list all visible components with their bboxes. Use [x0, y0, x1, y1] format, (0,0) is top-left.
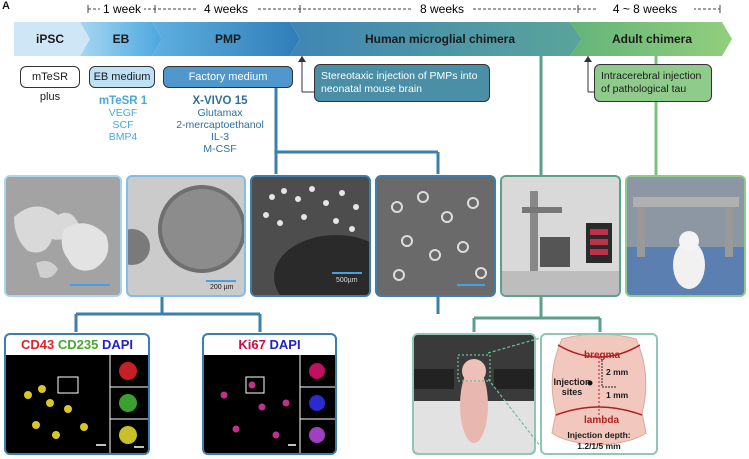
- photo-stereotaxic-rig: [500, 175, 621, 297]
- pmp-supplement-item: IL-3: [210, 131, 230, 143]
- photo-image: [502, 177, 619, 295]
- panel-letter: A: [2, 0, 10, 12]
- stain-label-ki67: Ki67: [238, 337, 266, 352]
- medium-label: Factory medium: [188, 71, 268, 83]
- duration-label: 4 ~ 8 weeks: [613, 2, 677, 16]
- stain-legend: Ki67 DAPI: [204, 335, 335, 355]
- stage-label: EB: [113, 32, 130, 46]
- stage-arrow-pmp: [152, 22, 300, 56]
- event-text: Intracerebral injection of pathological …: [601, 70, 702, 95]
- medium-box-pmp: Factory medium: [163, 66, 293, 88]
- medium-box-ipsc: mTeSR plus: [20, 66, 80, 103]
- stage-arrow-eb: [80, 22, 162, 56]
- medium-label: mTeSR plus: [31, 71, 69, 103]
- timeline-svg: 1 week 4 weeks 8 weeks 4 ~ 8 weeks iPSC …: [14, 1, 732, 56]
- scale-bar-label: 200 µm: [210, 284, 234, 291]
- micrograph-ipsc: [4, 175, 122, 297]
- eb-supplement-title: mTeSR 1: [98, 95, 148, 107]
- photo-image: [414, 335, 534, 453]
- brain-diagram-panel: bregma lambda Injection sites 2 mm 1 mm …: [540, 333, 658, 455]
- stain-label-dapi: DAPI: [269, 337, 301, 352]
- pmp-supplement-item: Glutamax: [197, 107, 243, 119]
- eb-supplement-item: SCF: [112, 119, 134, 131]
- micrograph-image: [252, 177, 369, 295]
- pmp-supplements: X-VIVO 15 Glutamax 2-mercaptoethanol IL-…: [160, 95, 280, 155]
- stain-label-cd43: CD43: [20, 337, 55, 352]
- zoom-lines: [488, 336, 545, 452]
- bregma-label: bregma: [584, 350, 621, 361]
- injection-depth-label: Injection depth:: [567, 430, 631, 440]
- pmp-supplement-item: M-CSF: [203, 143, 237, 155]
- photo-image: [627, 177, 744, 295]
- event-box-pmp-injection: Stereotaxic injection of PMPs into neona…: [314, 64, 490, 102]
- stain-legend: CD43 CD235 DAPI: [6, 335, 148, 355]
- medium-box-eb: EB medium: [89, 66, 155, 88]
- stage-arrow-ipsc: [14, 22, 90, 56]
- stain-image: [204, 355, 335, 453]
- stain-panel-ki67: Ki67 DAPI: [202, 333, 337, 455]
- stage-label: PMP: [215, 32, 241, 46]
- dimension-label-1mm: 1 mm: [606, 390, 629, 400]
- medium-label: EB medium: [93, 71, 151, 83]
- micrograph-image: [128, 177, 244, 295]
- event-text: Stereotaxic injection of PMPs into neona…: [321, 70, 478, 95]
- micrograph-pmp-sparse: [375, 175, 496, 297]
- scale-bar-label: 500µm: [336, 277, 358, 284]
- dimension-label-2mm: 2 mm: [606, 367, 629, 377]
- stain-label-cd235: CD235: [57, 337, 99, 352]
- lambda-label: lambda: [584, 415, 620, 426]
- photo-adult-mouse: [625, 175, 746, 297]
- injection-sites-label: Injection sites: [553, 377, 591, 397]
- stage-label: Human microglial chimera: [365, 32, 515, 46]
- duration-label: 4 weeks: [204, 2, 248, 16]
- micrograph-image: [377, 177, 494, 295]
- stain-panel-cd43-cd235: CD43 CD235 DAPI: [4, 333, 150, 455]
- pmp-supplement-item: 2-mercaptoethanol: [176, 119, 264, 131]
- injection-depth-value: 1.2/1/5 mm: [577, 441, 621, 451]
- stage-arrow-adult: [570, 22, 732, 56]
- stain-image: [6, 355, 148, 453]
- stage-arrow-chimera: [290, 22, 582, 56]
- duration-label: 8 weeks: [420, 2, 464, 16]
- stage-label: Adult chimera: [612, 32, 692, 46]
- micrograph-pmp-dense: 500µm: [250, 175, 371, 297]
- brain-diagram: [551, 335, 647, 446]
- eb-supplement-item: BMP4: [108, 131, 138, 143]
- eb-supplement-item: VEGF: [108, 107, 138, 119]
- pmp-supplement-title: X-VIVO 15: [192, 95, 248, 107]
- stage-label: iPSC: [36, 32, 64, 46]
- eb-supplements: mTeSR 1 VEGF SCF BMP4: [88, 95, 158, 143]
- photo-neonatal-mouse: [412, 333, 536, 455]
- event-box-tau-injection: Intracerebral injection of pathological …: [594, 64, 712, 102]
- stain-label-dapi: DAPI: [101, 337, 134, 352]
- micrograph-eb: 200 µm: [126, 175, 246, 297]
- duration-label: 1 week: [103, 2, 142, 16]
- micrograph-image: [6, 177, 120, 295]
